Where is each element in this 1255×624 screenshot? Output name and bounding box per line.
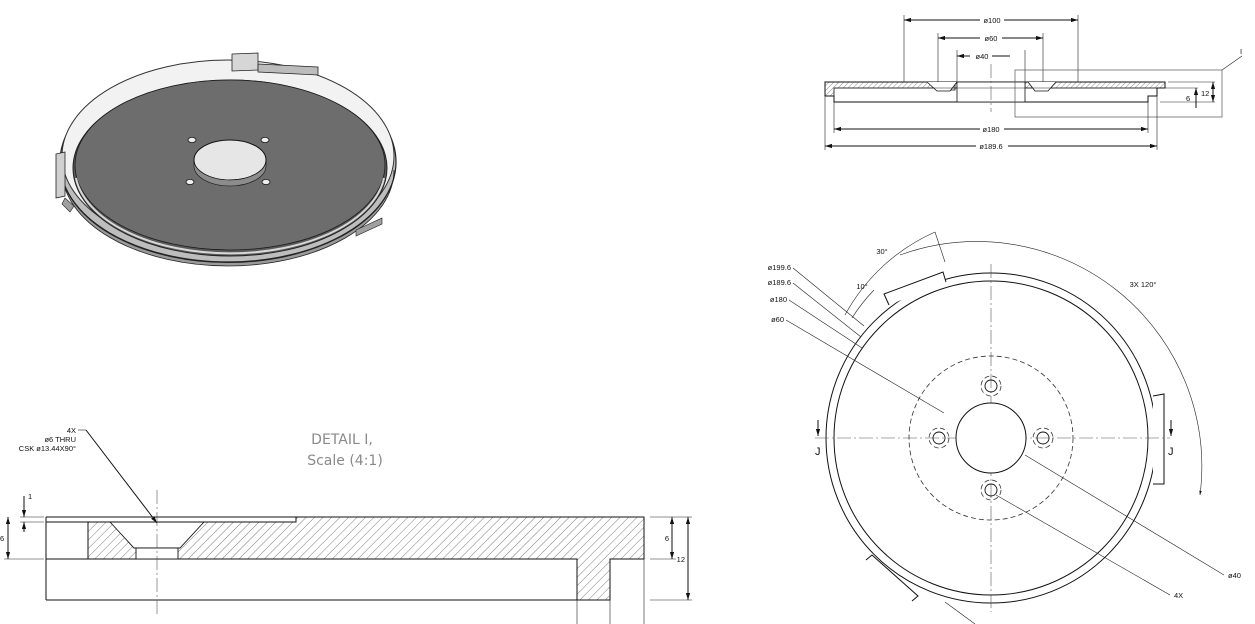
section-dim-189: ø189.6 — [979, 142, 1002, 151]
section-dim-12: 12 — [1201, 89, 1209, 98]
section-dim-180: ø180 — [982, 125, 999, 134]
detail-hole-dia: ø6 THRU — [44, 435, 76, 444]
section-dim-6: 6 — [1186, 94, 1190, 103]
plan-view: 3X 120° 30° 10° ø199.6 — [768, 231, 1241, 624]
plan-angle-30: 30° — [876, 247, 887, 256]
section-dim-100: ø100 — [983, 16, 1000, 25]
plan-dim-189: ø189.6 — [768, 278, 791, 287]
bolt-holes — [928, 375, 1054, 501]
plan-dim-40: ø40 — [1228, 571, 1241, 580]
plan-dim-60: ø60 — [771, 315, 784, 324]
plan-pattern: 3X 120° — [1130, 280, 1157, 289]
detail-dim-right-total: 12 — [677, 555, 685, 564]
section-view: ø100 ø60 ø40 I 6 12 ø180 ø189.6 — [824, 15, 1243, 151]
detail-dim-left-height: 6 — [0, 534, 4, 543]
section-dim-60: ø60 — [985, 34, 998, 43]
plan-holes-4x: 4X — [1174, 591, 1183, 600]
plan-section-left: J — [815, 446, 821, 458]
detail-scale: Scale (4:1) — [307, 453, 383, 469]
plan-angle-10: 10° — [856, 282, 867, 291]
isometric-view — [55, 52, 397, 267]
detail-dim-recess: 1 — [28, 492, 32, 501]
detail-hole-qty: 4X — [67, 426, 76, 435]
detail-dim-right-inner: 6 — [665, 534, 669, 543]
plan-dim-180: ø180 — [770, 295, 787, 304]
detail-csk: CSK ø13.44X90° — [19, 444, 76, 453]
plan-dim-199: ø199.6 — [768, 263, 791, 272]
section-detail-flag: I — [1240, 47, 1242, 56]
section-dim-40: ø40 — [976, 52, 989, 61]
detail-view: DETAIL I, Scale (4:1) 6 12 — [0, 426, 692, 624]
plan-section-right: J — [1168, 446, 1174, 458]
detail-title: DETAIL I, — [311, 432, 373, 448]
